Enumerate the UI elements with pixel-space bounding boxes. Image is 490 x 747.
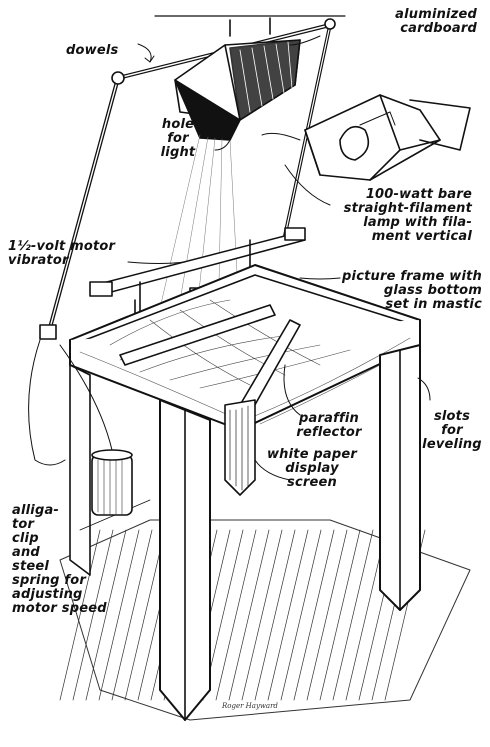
hatch-line xyxy=(124,529,166,701)
hatch-line xyxy=(319,529,361,701)
hatch-line xyxy=(215,529,257,701)
hatch-line xyxy=(254,529,296,701)
leader-lines xyxy=(127,35,431,481)
label-slots: slots for leveling xyxy=(422,409,482,452)
label-alligator-clip: alliga- tor clip and steel spring for ad… xyxy=(12,503,107,616)
hatch-line xyxy=(72,529,114,701)
label-dowels: dowels xyxy=(66,43,119,58)
hatch-line xyxy=(59,529,101,701)
label-lamp: 100-watt bare straight-filament lamp wit… xyxy=(343,187,472,244)
paraffin-reflector xyxy=(119,304,301,496)
hatch-line xyxy=(111,529,153,701)
table-legs xyxy=(69,344,421,721)
label-hole-for-light: hole for light xyxy=(160,117,196,160)
floor-shadow-hatching xyxy=(59,519,471,721)
lamp-housing xyxy=(174,17,301,141)
label-picture-frame: picture frame with glass bottom set in m… xyxy=(342,269,482,312)
battery-cell xyxy=(28,339,133,516)
label-paraffin-reflector: paraffin reflector xyxy=(296,411,362,440)
hatch-line xyxy=(85,529,127,701)
label-display-screen: white paper display screen xyxy=(266,447,358,490)
hatch-line xyxy=(293,529,335,701)
hatch-line xyxy=(98,529,140,701)
lamp-detail-box xyxy=(304,94,471,181)
hatch-line xyxy=(267,529,309,701)
artist-signature: Roger Hayward xyxy=(222,702,278,710)
hatch-line xyxy=(228,529,270,701)
hatch-line xyxy=(306,529,348,701)
hatch-line xyxy=(280,529,322,701)
hatch-line xyxy=(241,529,283,701)
hatch-line xyxy=(332,529,374,701)
label-aluminized-cardboard: aluminized cardboard xyxy=(395,7,477,36)
label-motor-vibrator: 1½-volt motor vibrator xyxy=(8,239,116,268)
